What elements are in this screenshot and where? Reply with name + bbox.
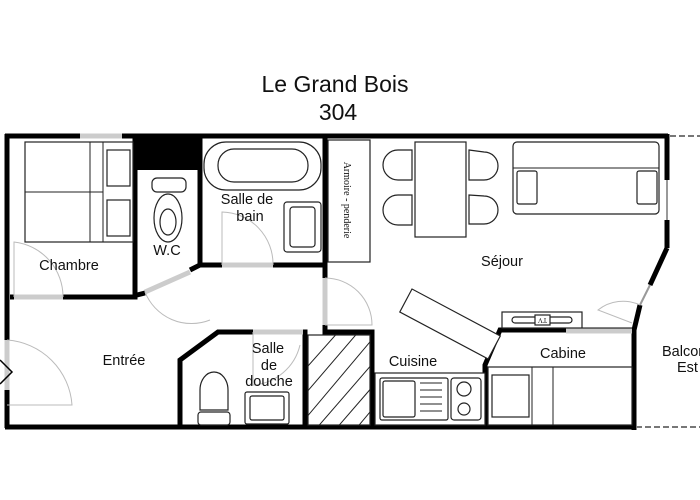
kitchen-counter bbox=[374, 372, 486, 426]
room-label-balcon-2: Est bbox=[677, 360, 698, 376]
room-label-wc: W.C bbox=[153, 243, 180, 259]
room-label-cuisine: Cuisine bbox=[389, 354, 437, 370]
bathtub-icon bbox=[203, 141, 322, 191]
room-label-sejour: Séjour bbox=[481, 254, 523, 270]
sink-icon bbox=[244, 391, 290, 425]
wardrobe-label: Armoire - penderie bbox=[341, 162, 352, 239]
room-label-salle-de-douche-1: Salle bbox=[252, 341, 284, 357]
entrance-arrow-icon bbox=[0, 359, 14, 385]
room-label-salle-de-bain-2: bain bbox=[236, 209, 263, 225]
door-swings bbox=[6, 211, 641, 406]
sofa bbox=[512, 141, 660, 215]
balcony-railing bbox=[636, 135, 700, 428]
outer-walls bbox=[4, 133, 670, 430]
sink-icon bbox=[283, 201, 322, 253]
room-label-salle-de-bain-1: Salle de bbox=[221, 192, 273, 208]
toilet-icon bbox=[151, 177, 187, 243]
toilet-icon bbox=[197, 371, 231, 426]
tv-label: TV bbox=[538, 316, 547, 324]
room-label-entree: Entrée bbox=[103, 353, 146, 369]
bunk-beds bbox=[487, 366, 633, 426]
room-label-cabine: Cabine bbox=[540, 346, 586, 362]
interior-walls bbox=[10, 136, 634, 427]
bench bbox=[398, 288, 502, 360]
dining-table bbox=[382, 141, 499, 238]
shower-tray bbox=[307, 334, 371, 426]
room-label-balcon-1: Balcon bbox=[662, 344, 700, 360]
room-label-salle-de-douche-2: de bbox=[261, 358, 277, 374]
wardrobe bbox=[327, 139, 371, 263]
room-label-salle-de-douche-3: douche bbox=[245, 374, 293, 390]
plan-title: Le Grand Bois bbox=[261, 71, 408, 97]
bed bbox=[24, 141, 134, 243]
tv-unit: TV bbox=[501, 311, 583, 329]
room-label-chambre: Chambre bbox=[39, 258, 99, 274]
apartment-number: 304 bbox=[319, 99, 358, 125]
